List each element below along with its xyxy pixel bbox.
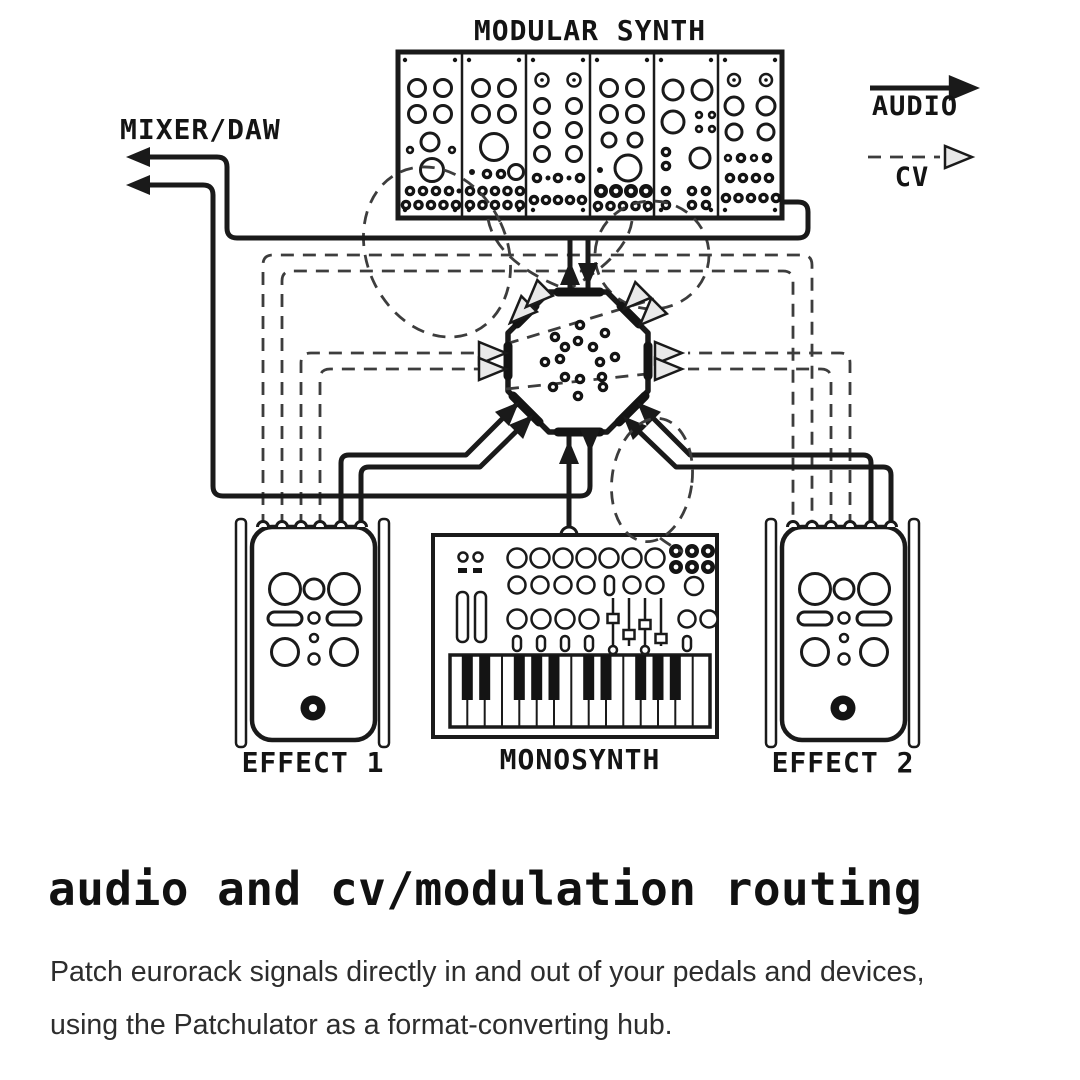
rack-module-5: [660, 78, 717, 211]
audio-arrow-in-from-synth: [578, 263, 598, 287]
monosynth-knob-row-1: [506, 547, 666, 569]
section-heading: audio and cv/modulation routing: [48, 862, 923, 916]
cv-route-top-1: [261, 253, 814, 527]
cv-cable-to-monosynth: [610, 416, 694, 554]
cv-arrow-right-2: [653, 356, 684, 382]
effect2-figure: [766, 519, 919, 747]
audio-route-hub-to-mixer: [140, 182, 593, 499]
effect1-label: EFFECT 1: [242, 746, 385, 779]
monosynth-keyboard: [448, 653, 712, 729]
mixer-daw-label: MIXER/DAW: [120, 113, 281, 146]
monosynth-knob-row-3: [506, 598, 719, 656]
monosynth-knob-row-2: [507, 574, 705, 597]
monosynth-figure: [431, 525, 719, 739]
legend: AUDIO CV: [868, 75, 980, 193]
rack-module-2: [464, 78, 526, 211]
rack-module-4: [592, 78, 654, 212]
audio-arrow-out-to-mixer2: [580, 429, 600, 453]
rack-module-1: [400, 78, 462, 211]
rack-module-3: [528, 72, 588, 206]
rack-module-6: [720, 72, 782, 204]
audio-routes: [126, 147, 894, 533]
legend-cv-label: CV: [895, 162, 930, 193]
cv-arrow-left-2: [477, 356, 508, 382]
body-line-2: using the Patchulator as a format-conver…: [50, 1008, 673, 1041]
modular-synth-figure: [395, 49, 785, 221]
routing-diagram: AUDIO CV MODULAR SYNTH MIXER/DAW EFFECT …: [120, 14, 980, 779]
cv-route-right-2: [688, 367, 833, 527]
cv-route-left-2: [318, 367, 478, 527]
monosynth-label: MONOSYNTH: [500, 743, 661, 776]
cv-route-right-1: [688, 351, 852, 527]
audio-route-effect1-a: [338, 402, 519, 527]
modular-synth-label: MODULAR SYNTH: [474, 14, 706, 47]
effect2-label: EFFECT 2: [772, 746, 915, 779]
audio-route-effect2-a: [637, 402, 874, 527]
effect1-figure: [236, 519, 389, 747]
audio-arrow-out-to-mixer: [560, 261, 580, 285]
audio-route-effect1-b: [358, 415, 533, 527]
cv-routes: [261, 253, 852, 527]
legend-audio-label: AUDIO: [872, 91, 958, 122]
cv-route-left-1: [299, 351, 478, 527]
audio-route-synth-bus: [140, 154, 811, 241]
mixer-arrow-1: [126, 147, 150, 167]
audio-arrow-in-from-monosynth: [559, 440, 579, 464]
diagram-labels: MODULAR SYNTH MIXER/DAW EFFECT 1 MONOSYN…: [120, 14, 915, 779]
cv-route-top-2: [280, 269, 795, 527]
mixer-arrow-2: [126, 175, 150, 195]
body-line-1: Patch eurorack signals directly in and o…: [50, 956, 925, 988]
section-body: Patch eurorack signals directly in and o…: [50, 946, 1032, 1051]
audio-route-effect2-b: [623, 416, 894, 527]
legend-cv-arrow: [943, 144, 974, 170]
